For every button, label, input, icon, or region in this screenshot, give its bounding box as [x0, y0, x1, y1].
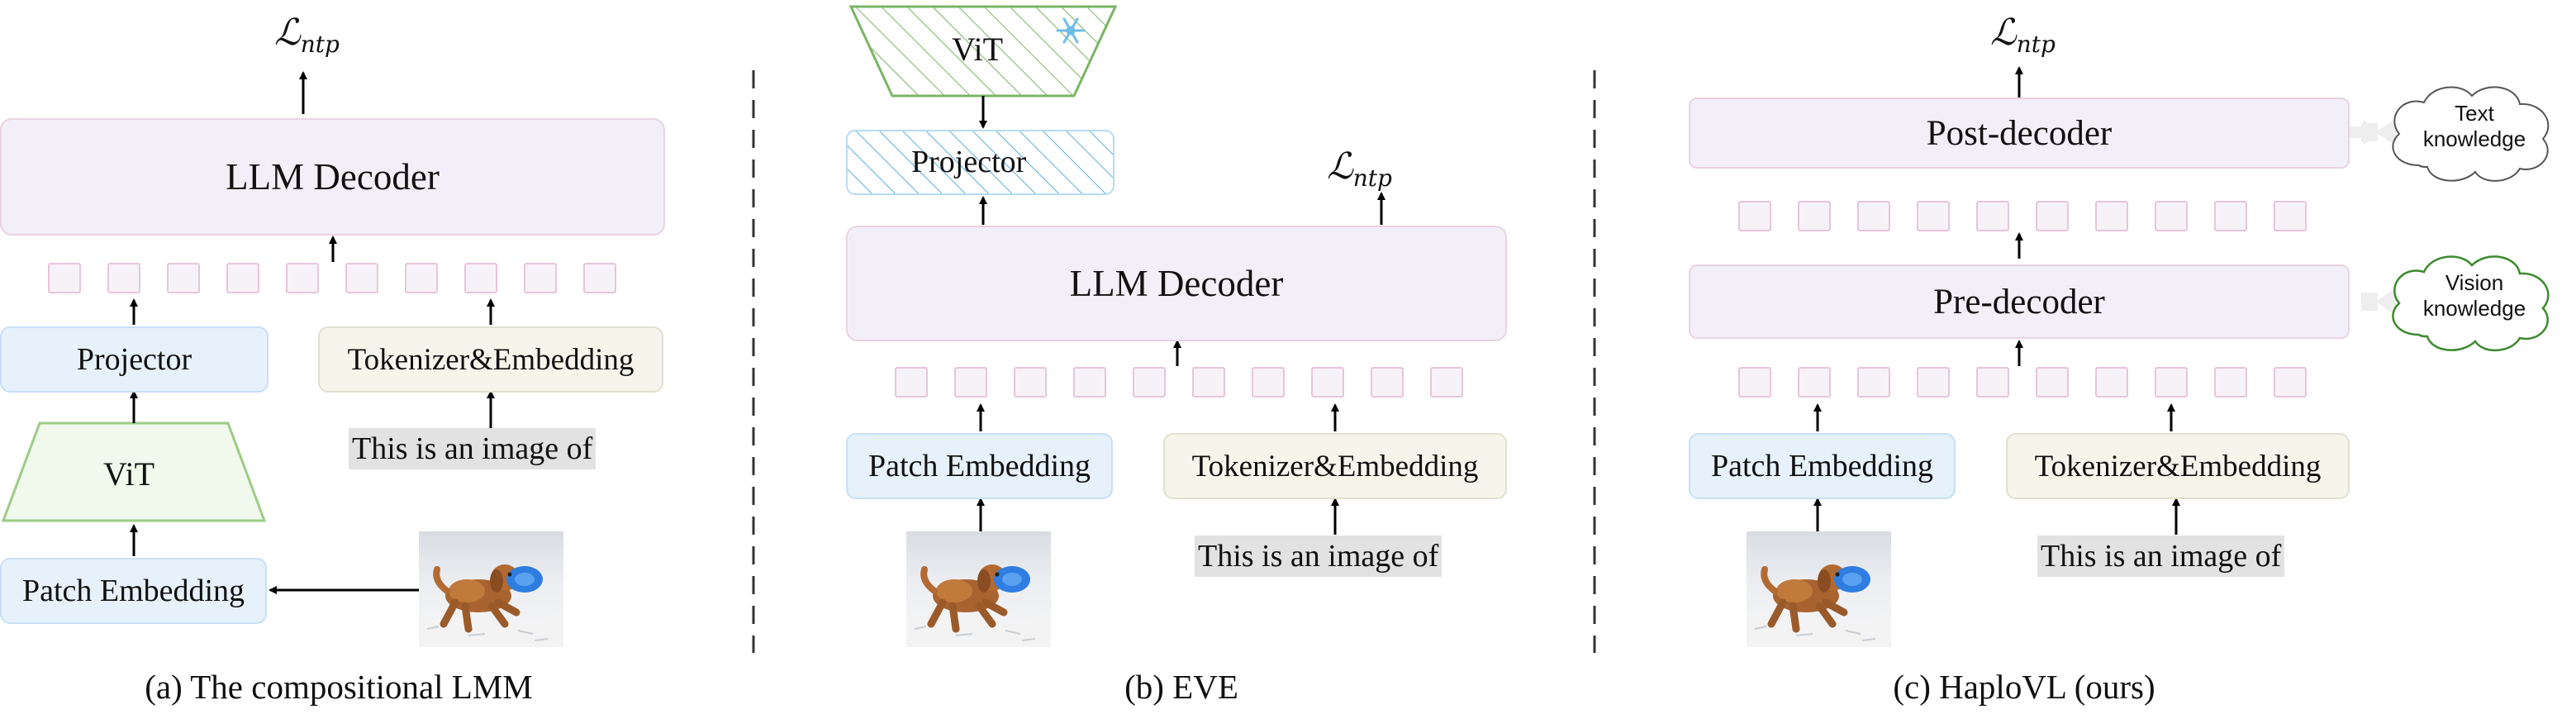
caption-c: (c) HaploVL (ours): [1893, 668, 2155, 706]
vit-label-b: ViT: [952, 31, 1004, 68]
loss-label-b: ℒntp: [1327, 145, 1392, 192]
vit-label-a: ViT: [103, 455, 155, 493]
loss-subscript: ntp: [300, 31, 340, 58]
loss-symbol: ℒ: [1990, 12, 2017, 54]
loss-label-c: ℒntp: [1990, 12, 2056, 58]
caption-a: (a) The compositional LMM: [145, 668, 533, 706]
tokenizer-embedding-a: Tokenizer&Embedding: [318, 326, 663, 393]
post-decoder: Post-decoder: [1689, 98, 2350, 169]
loss-symbol: ℒ: [274, 12, 301, 54]
tokenizer-embedding-c: Tokenizer&Embedding: [2006, 433, 2350, 499]
text-input-c: This is an image of: [2037, 536, 2285, 577]
snowflake-icon: [1056, 17, 1086, 44]
projector-label-b: Projector: [911, 145, 1027, 179]
text-input-a: This is an image of: [349, 428, 596, 469]
loss-symbol: ℒ: [1327, 145, 1353, 188]
patch-embedding-a: Patch Embedding: [0, 558, 267, 624]
vision-knowledge-cloud: [2392, 255, 2550, 352]
caption-b: (b) EVE: [1124, 668, 1238, 706]
pre-decoder: Pre-decoder: [1689, 264, 2350, 339]
vision-knowledge-arrow: [2376, 288, 2396, 316]
projector-hatch-b: [846, 130, 1115, 195]
loss-subscript: ntp: [2016, 31, 2056, 58]
dog-photo-b: [906, 531, 1051, 647]
projector-a: Projector: [0, 326, 269, 393]
text-knowledge-label: Text knowledge: [2422, 101, 2526, 151]
llm-decoder-a: LLM Decoder: [0, 118, 665, 236]
tokenizer-embedding-b: Tokenizer&Embedding: [1163, 433, 1507, 499]
dog-photo-a: [419, 531, 563, 647]
text-knowledge-cloud: [2392, 86, 2550, 182]
loss-label-a: ℒntp: [274, 12, 340, 58]
text-input-b: This is an image of: [1195, 536, 1442, 577]
vision-knowledge-label: Vision knowledge: [2422, 270, 2526, 321]
patch-embedding-c: Patch Embedding: [1689, 433, 1956, 499]
llm-decoder-b: LLM Decoder: [846, 226, 1507, 341]
dog-photo-c: [1747, 531, 1891, 647]
loss-subscript: ntp: [1352, 164, 1392, 192]
vit-trapezoid-b: [848, 5, 1118, 98]
vit-trapezoid-a: [1, 421, 267, 522]
patch-embedding-b: Patch Embedding: [846, 433, 1113, 499]
